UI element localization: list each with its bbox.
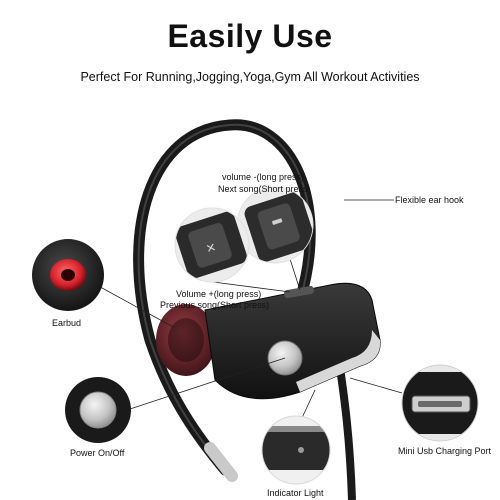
page-title: Easily Use xyxy=(167,18,333,54)
previous-song-label: Previous song(Short press) xyxy=(160,300,270,310)
cable xyxy=(334,354,356,500)
indicator-light-label: Indicator Light xyxy=(267,488,324,498)
earbud-callout xyxy=(32,239,104,311)
indicator-callout xyxy=(262,416,330,484)
earbud-label: Earbud xyxy=(52,318,82,328)
power-callout xyxy=(65,377,131,443)
usb-callout xyxy=(402,365,478,441)
page-subtitle: Perfect For Running,Jogging,Yoga,Gym All… xyxy=(80,70,420,84)
volume-plus-label: Volume +(long press) xyxy=(176,289,262,299)
volume-minus-label: volume -(long press) xyxy=(222,172,305,182)
power-label: Power On/Off xyxy=(70,448,125,458)
volume-plus-callout: + xyxy=(175,208,249,282)
mini-usb-label: Mini Usb Charging Port xyxy=(398,446,492,456)
volume-minus-callout xyxy=(237,187,313,263)
next-song-label: Next song(Short press) xyxy=(218,184,311,194)
flexible-ear-hook-label: Flexible ear hook xyxy=(395,195,464,205)
